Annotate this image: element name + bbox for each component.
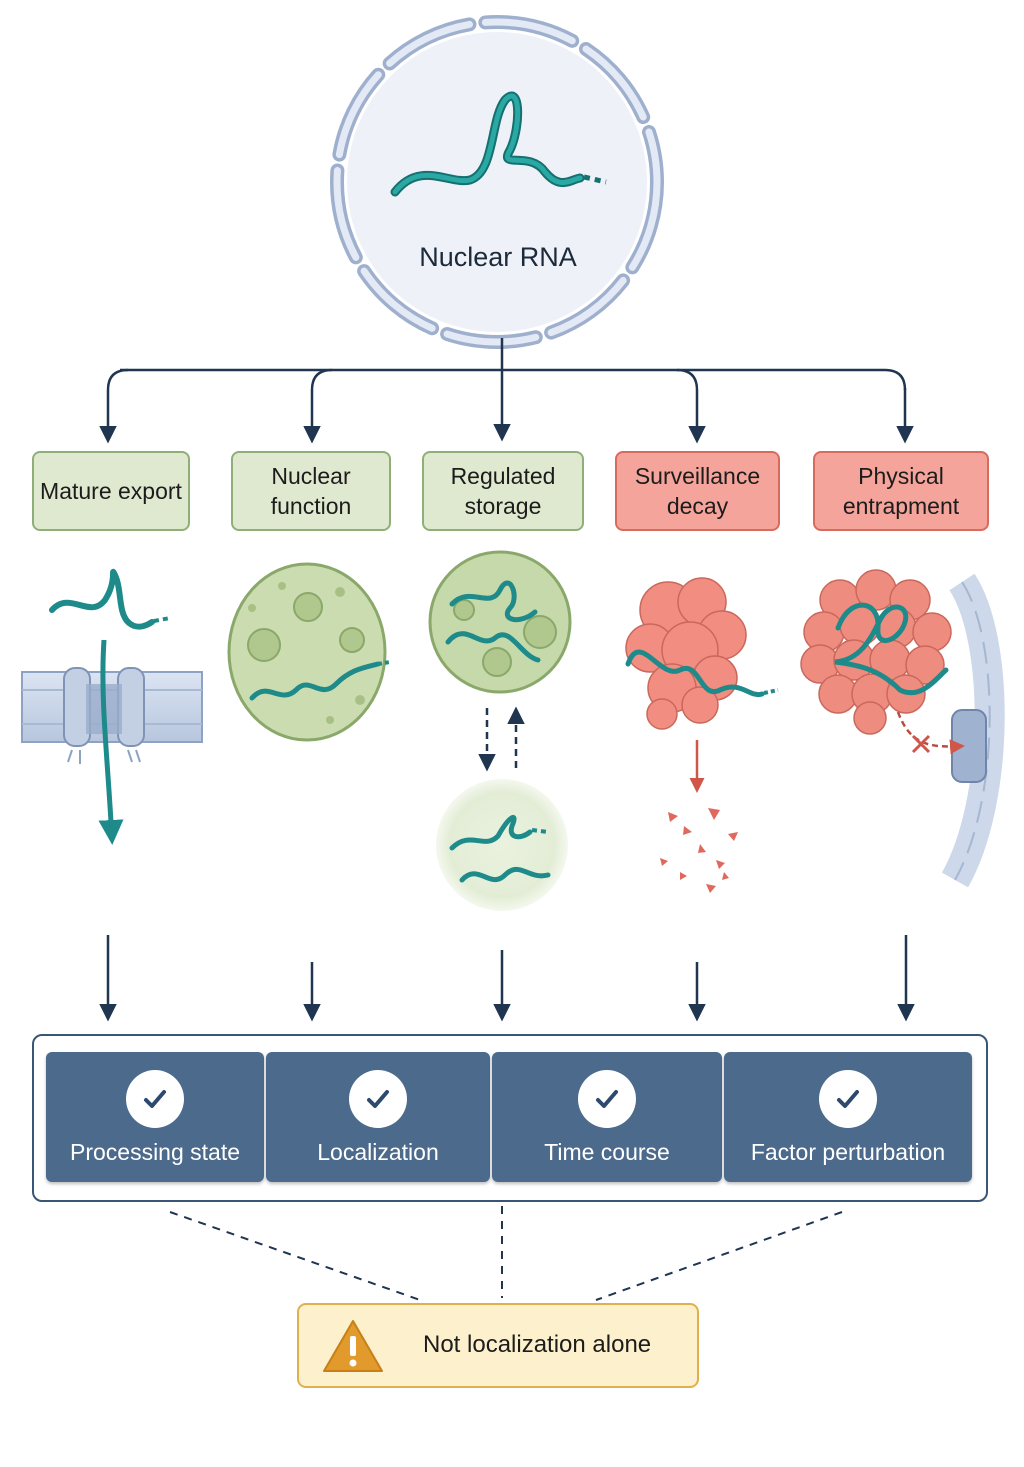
criterion-factor-perturbation: Factor perturbation xyxy=(724,1052,972,1182)
nuclear-body-illustration xyxy=(227,562,391,742)
check-icon xyxy=(349,1070,407,1128)
entrapment-rna-strand xyxy=(834,602,949,695)
decay-rna-strand xyxy=(625,649,765,698)
check-icon xyxy=(578,1070,636,1128)
nucleus-title: Nuclear RNA xyxy=(419,242,577,272)
check-icon xyxy=(126,1070,184,1128)
export-rna-strand xyxy=(49,568,155,630)
storage-rna-strand-b xyxy=(445,631,541,663)
warning-icon xyxy=(323,1320,383,1372)
warning-links xyxy=(169,1206,843,1301)
storage-illustration xyxy=(428,550,572,911)
branch-connectors xyxy=(99,338,914,444)
fate-surveillance-decay: Surveillance decay xyxy=(615,451,780,531)
criterion-label: Factor perturbation xyxy=(750,1139,946,1165)
blocked-export-icon xyxy=(911,734,931,754)
criterion-label: Processing state xyxy=(69,1139,241,1165)
function-rna-strand xyxy=(249,661,381,701)
criterion-localization: Localization xyxy=(266,1052,490,1182)
criterion-label: Time course xyxy=(544,1139,670,1165)
warning-callout: Not localization alone xyxy=(297,1303,699,1388)
fate-regulated-storage: Regulated storage xyxy=(422,451,584,531)
warning-label: Not localization alone xyxy=(423,1331,652,1358)
criterion-label: Localization xyxy=(317,1139,439,1165)
released-rna-strand-a xyxy=(449,814,533,851)
export-illustration xyxy=(21,568,203,845)
fate-nuclear-function: Nuclear function xyxy=(231,451,391,531)
check-icon xyxy=(819,1070,877,1128)
criterion-time-course: Time course xyxy=(492,1052,722,1182)
criterion-processing-state: Processing state xyxy=(46,1052,264,1182)
rna-fragments xyxy=(660,808,738,893)
nucleus xyxy=(330,15,664,349)
released-rna-strand-b xyxy=(459,866,551,883)
fate-physical-entrapment: Physical entrapment xyxy=(813,451,989,531)
fate-mature-export: Mature export xyxy=(32,451,190,531)
entrapment-illustration xyxy=(800,569,1005,888)
decay-illustration xyxy=(625,577,779,893)
criteria-arrows xyxy=(99,935,915,1022)
storage-rna-strand-a xyxy=(449,580,538,623)
